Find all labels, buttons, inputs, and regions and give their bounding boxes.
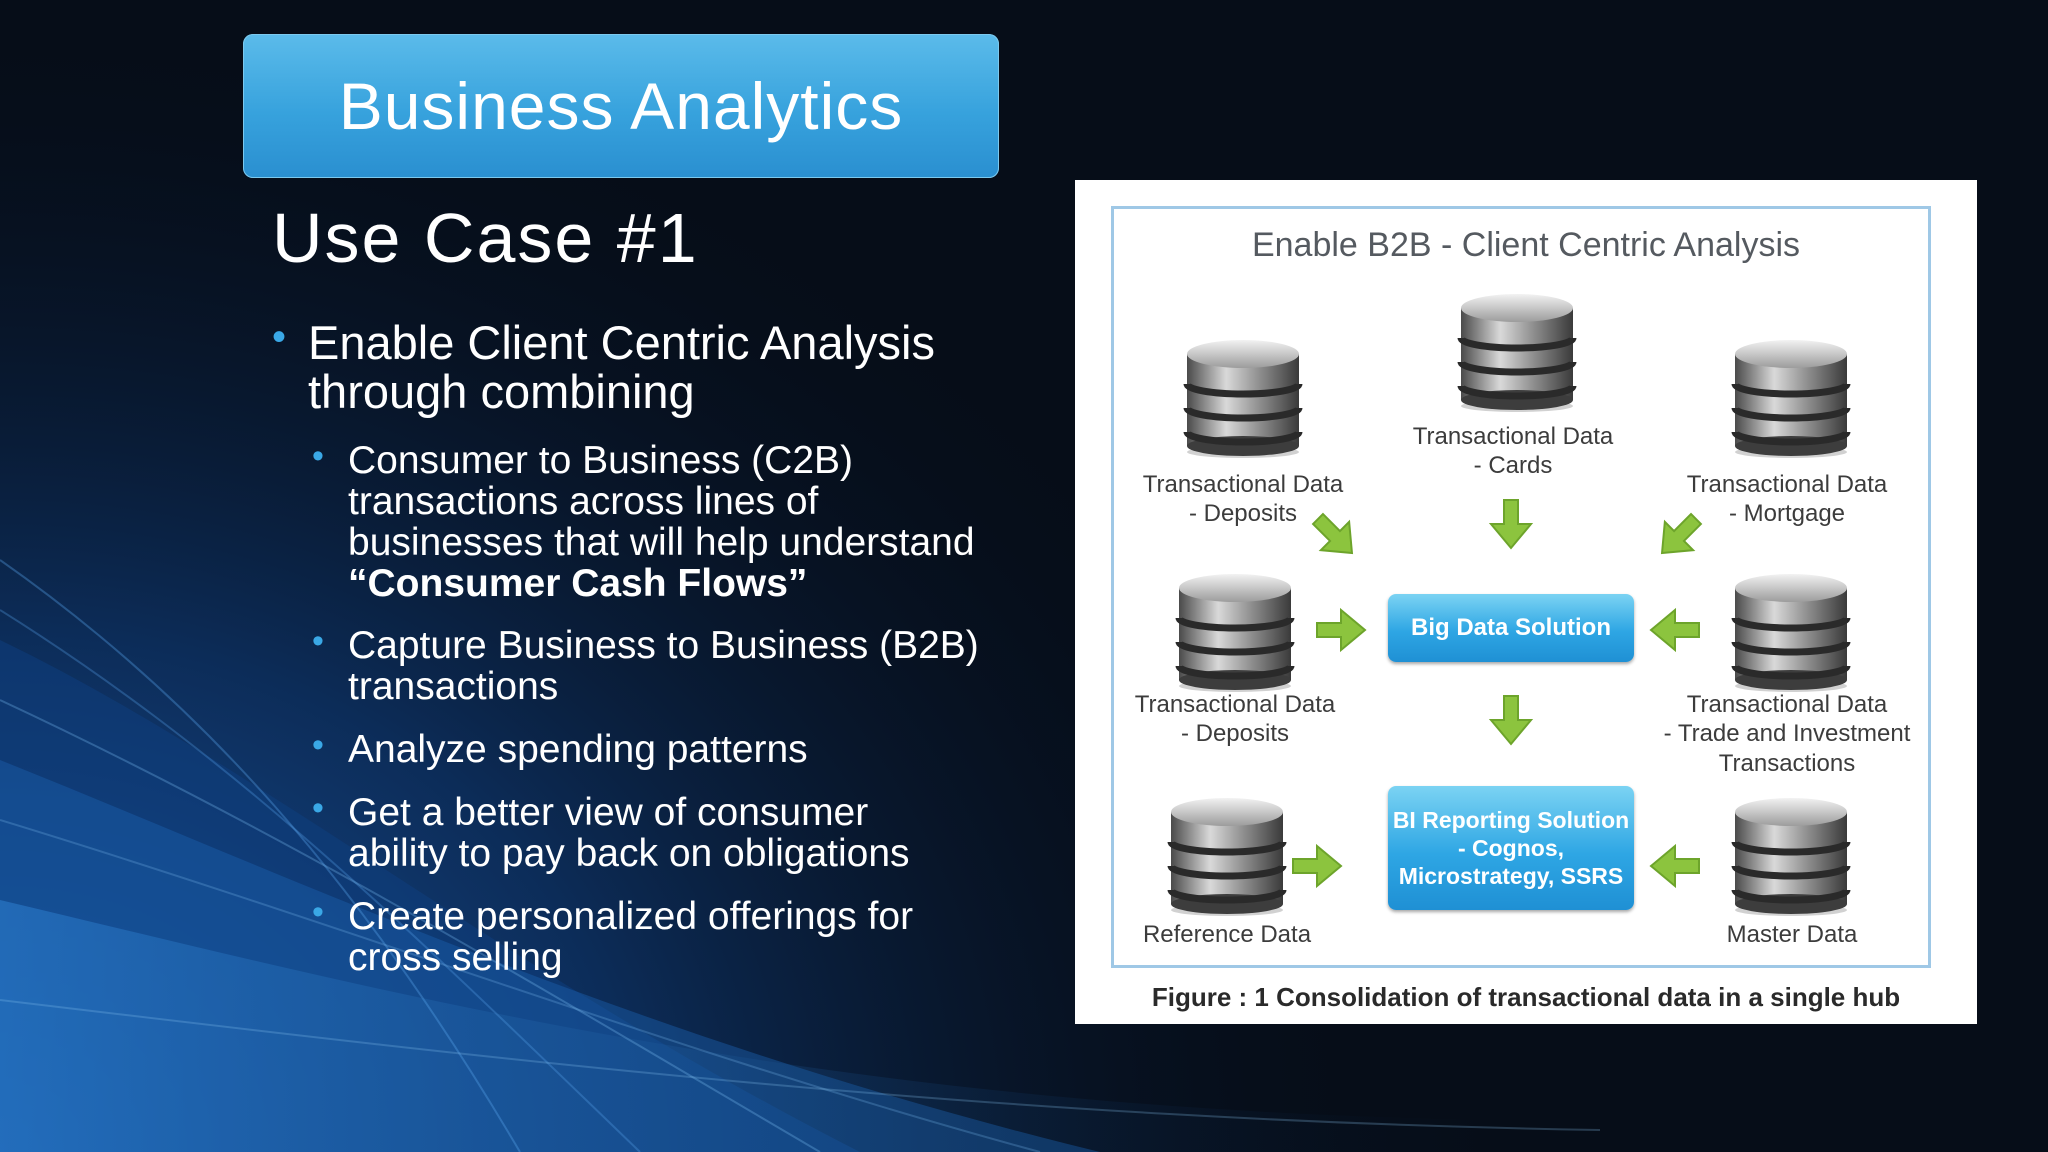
sub-bullet-spending: • Analyze spending patterns [312,726,1012,772]
database-icon [1173,570,1297,692]
sub-bullet-line: businesses that will help understand [348,520,975,564]
main-bullet-line: through combining [308,365,695,419]
arrow-icon [1315,604,1367,656]
figure-frame [1111,206,1931,968]
bullet-list: • Enable Client Centric Analysis through… [272,315,1012,1001]
sub-bullet-line: transactions [348,665,559,709]
label-cards: Transactional Data - Cards [1412,423,1614,480]
bi-reporting-solution-box: BI Reporting Solution - Cognos, Microstr… [1388,786,1634,910]
arrow-icon [1649,604,1701,656]
bullet-dot-icon: • [272,315,287,359]
figure-caption: Figure : 1 Consolidation of transactiona… [1151,982,1901,1012]
database-icon [1165,794,1289,916]
sub-bullet-line: cross selling [348,936,563,980]
label-trade: Transactional Data - Trade and Investmen… [1663,691,1911,777]
sub-bullet-line: transactions across lines of [348,479,819,523]
sub-bullet-line: Capture Business to Business (B2B) [348,624,979,668]
sub-bullet-offerings: • Create personalized offerings for cros… [312,893,1012,980]
arrow-icon [1485,498,1537,550]
database-icon [1729,794,1853,916]
sub-bullet-line: Consumer to Business (C2B) [348,438,854,482]
bullet-dot-icon: • [312,893,324,932]
main-bullet: • Enable Client Centric Analysis through… [272,315,1012,419]
arrow-icon [1291,840,1343,892]
figure-card: Enable B2B - Client Centric Analysis Tra… [1075,180,1977,1024]
sub-bullet-payback: • Get a better view of consumer ability … [312,789,1012,876]
sub-bullet-line: ability to pay back on obligations [348,832,910,876]
slide-subtitle: Use Case #1 [272,199,699,277]
figure-title: Enable B2B - Client Centric Analysis [1251,226,1801,264]
sub-bullet-c2b: • Consumer to Business (C2B) transaction… [312,436,1012,605]
label-mortgage: Transactional Data - Mortgage [1686,471,1888,528]
bullet-dot-icon: • [312,622,324,661]
sub-bullet-line: Get a better view of consumer [348,791,869,835]
sub-bullet-emphasis: “Consumer Cash Flows” [348,561,808,605]
slide-title: Business Analytics [338,69,904,143]
sub-bullet-line: Create personalized offerings for [348,895,914,939]
database-icon [1729,570,1853,692]
database-icon [1729,336,1853,458]
bullet-dot-icon: • [312,726,324,765]
sub-bullet-b2b: • Capture Business to Business (B2B) tra… [312,622,1012,709]
bullet-dot-icon: • [312,789,324,828]
arrow-icon [1485,694,1537,746]
database-icon [1181,336,1305,458]
arrow-icon [1649,840,1701,892]
sub-bullet-line: Analyze spending patterns [348,728,808,772]
label-deposits-mid: Transactional Data - Deposits [1134,691,1336,748]
bullet-dot-icon: • [312,436,324,475]
main-bullet-line: Enable Client Centric Analysis [308,316,935,369]
label-reference: Reference Data [1142,921,1312,948]
database-icon [1455,290,1579,412]
label-master: Master Data [1726,921,1858,948]
big-data-solution-box: Big Data Solution [1388,594,1634,662]
label-deposits-top: Transactional Data - Deposits [1142,471,1344,528]
title-banner: Business Analytics [243,34,999,178]
